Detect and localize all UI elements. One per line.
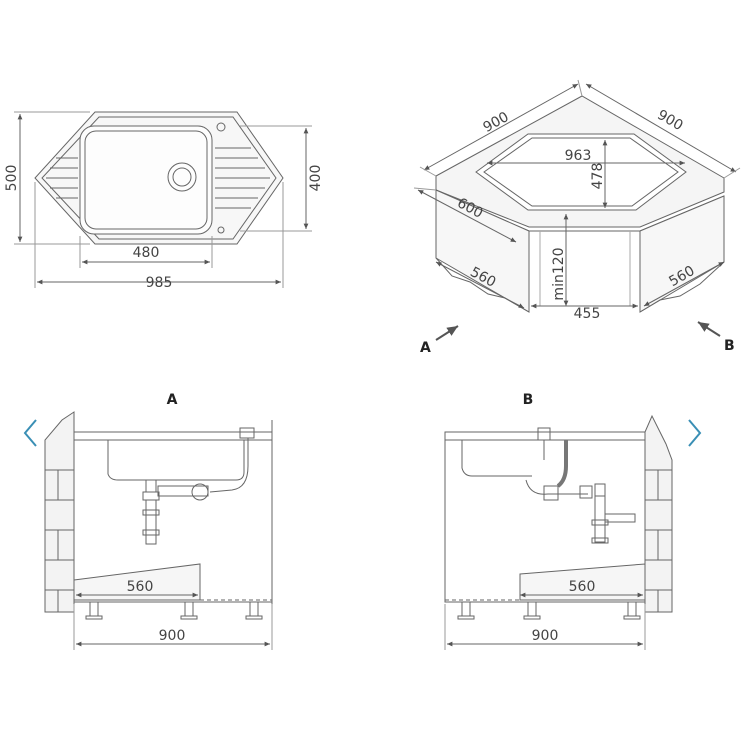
dim-900-right: 900 [654,107,685,134]
view-a-drawing [44,411,273,650]
prev-image-button[interactable] [17,413,45,453]
sink-top-view [14,111,312,288]
dim-min120: min120 [551,247,567,300]
view-a-dim-900: 900 [159,628,186,644]
view-arrow-b: B [697,321,735,354]
view-b-dim-900: 900 [532,628,559,644]
dim-455: 455 [574,306,601,322]
view-a-title: A [167,392,178,408]
chevron-left-icon [23,419,37,447]
dim-400: 400 [308,165,324,192]
dim-963: 963 [565,148,592,164]
dim-478: 478 [590,163,606,190]
arrow-b-label: B [724,338,735,354]
dim-985: 985 [146,275,173,291]
dim-480: 480 [133,245,160,261]
next-image-button[interactable] [680,413,708,453]
view-b-title: B [523,392,534,408]
corner-cabinet-iso [413,79,741,313]
dim-500: 500 [4,165,20,192]
arrow-a-label: A [420,340,431,356]
view-arrow-a: A [420,325,459,356]
view-b-dim-560: 560 [569,579,596,595]
view-b-drawing [444,414,673,650]
dim-900-left: 900 [480,109,511,136]
chevron-right-icon [688,419,702,447]
view-a-dim-560: 560 [127,579,154,595]
